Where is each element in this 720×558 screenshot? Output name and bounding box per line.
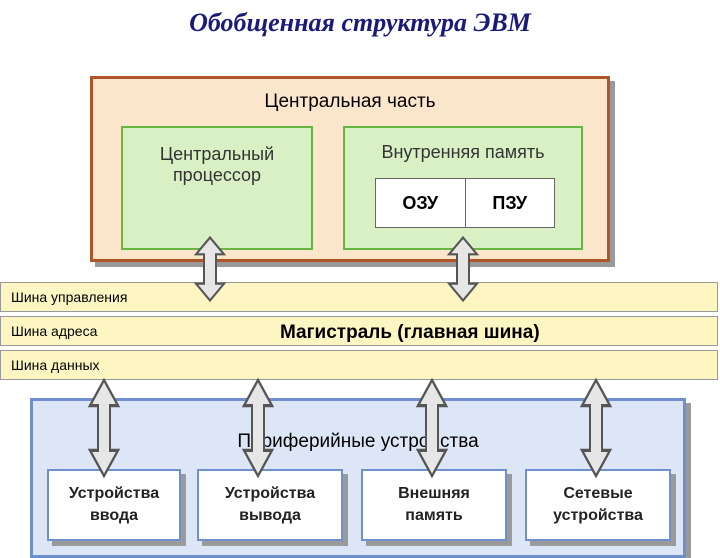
- external-memory-arrow: [416, 378, 448, 478]
- memory-bus-arrow: [447, 236, 479, 302]
- address-bus-label: Шина адреса: [11, 323, 98, 339]
- control-bus: Шина управления: [0, 282, 718, 312]
- control-bus-label: Шина управления: [11, 289, 128, 305]
- network-devices-arrow: [580, 378, 612, 478]
- main-bus-label: Магистраль (главная шина): [280, 322, 540, 343]
- input-devices-line2: ввода: [89, 507, 139, 524]
- output-devices-line2: вывода: [239, 507, 301, 524]
- ram-cell: ОЗУ: [402, 192, 439, 213]
- cpu-bus-arrow: [194, 236, 226, 302]
- internal-memory-block: Внутренняя память ОЗУ ПЗУ: [343, 126, 583, 250]
- cpu-label-line2: процессор: [172, 165, 262, 185]
- internal-memory-label: Внутренняя память: [381, 142, 545, 162]
- input-devices-arrow: [88, 378, 120, 478]
- input-devices-line1: Устройства: [68, 485, 160, 502]
- central-part-label: Центральная часть: [264, 91, 436, 112]
- output-devices-arrow: [242, 378, 274, 478]
- external-memory-block: Внешняя память: [361, 469, 507, 541]
- external-memory-line1: Внешняя: [398, 485, 470, 502]
- external-memory-line2: память: [405, 507, 463, 524]
- diagram-title: Обобщенная структура ЭВМ: [189, 8, 531, 37]
- peripheral-label: Периферийные устройства: [237, 431, 479, 452]
- network-devices-line2: устройства: [553, 507, 643, 524]
- cpu-label-line1: Центральный: [159, 144, 275, 164]
- memory-cells: ОЗУ ПЗУ: [375, 178, 555, 228]
- rom-cell: ПЗУ: [464, 179, 555, 227]
- data-bus-label: Шина данных: [11, 357, 100, 373]
- output-devices-block: Устройства вывода: [197, 469, 343, 541]
- output-devices-line1: Устройства: [224, 485, 316, 502]
- address-bus: Шина адреса: [0, 316, 718, 346]
- network-devices-block: Сетевые устройства: [525, 469, 671, 541]
- network-devices-line1: Сетевые: [563, 485, 633, 502]
- connection-arrows: [88, 236, 612, 478]
- data-bus: Шина данных: [0, 350, 718, 380]
- central-part-block: Центральная часть Центральный процессор …: [90, 76, 610, 262]
